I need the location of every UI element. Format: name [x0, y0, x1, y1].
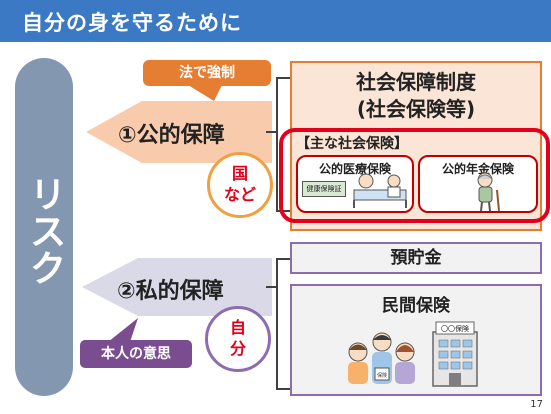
public-connector [266, 131, 277, 133]
hospital-bed-icon [353, 173, 407, 208]
company-sign: 〇〇保険 [441, 324, 469, 333]
page-title: 自分の身を守るために [22, 11, 242, 35]
pension-insurance-label: 公的年金保険 [441, 162, 514, 176]
social-security-title: 社会保障制度 (社会保険等) [292, 69, 540, 123]
main-insurance-highlight [279, 128, 550, 223]
private-bracket [276, 258, 290, 390]
title-bar: 自分の身を守るために [0, 0, 551, 42]
savings-label: 預貯金 [390, 248, 442, 268]
elderly-person-icon [477, 172, 500, 212]
page-number: 17 [530, 399, 543, 410]
will-tag-pointer [108, 318, 138, 342]
self-circle-line1: 自 [229, 318, 246, 337]
medical-insurance-label: 公的医療保険 [318, 162, 391, 176]
private-insurance-box: 民間保険 [290, 284, 542, 396]
office-building-icon: 〇〇保険 [432, 321, 478, 387]
mandatory-by-law-tag: 法で強制 [143, 60, 271, 86]
self-circle: 自 分 [205, 306, 271, 372]
country-circle-line2: など [223, 185, 256, 204]
private-insurance-label: 民間保険 [382, 296, 450, 316]
family-icon: 保険 [348, 332, 415, 384]
private-connector [266, 286, 277, 288]
pension-insurance-box: 公的年金保険 [418, 155, 538, 213]
social-security-title-line2: (社会保険等) [356, 97, 476, 121]
insurance-card: 健康保険証 [302, 181, 346, 197]
law-tag-pointer [188, 85, 222, 101]
risk-label: リスク [23, 174, 66, 286]
country-circle: 国 など [207, 152, 273, 218]
product-label: 保険 [377, 372, 387, 379]
public-security-label: ①公的保障 [118, 123, 225, 148]
self-circle-line2: 分 [229, 339, 246, 358]
private-security-label: ②私的保障 [117, 279, 224, 304]
main-social-insurance-label: 【主な社会保険】 [296, 136, 408, 152]
private-security-arrow [82, 258, 272, 316]
country-circle-line1: 国 [231, 164, 248, 183]
personal-will-tag: 本人の意思 [80, 340, 192, 368]
public-security-arrow [86, 101, 272, 163]
savings-box: 預貯金 [290, 242, 542, 274]
social-security-title-line1: 社会保障制度 [356, 70, 476, 94]
risk-pill: リスク [15, 58, 73, 396]
